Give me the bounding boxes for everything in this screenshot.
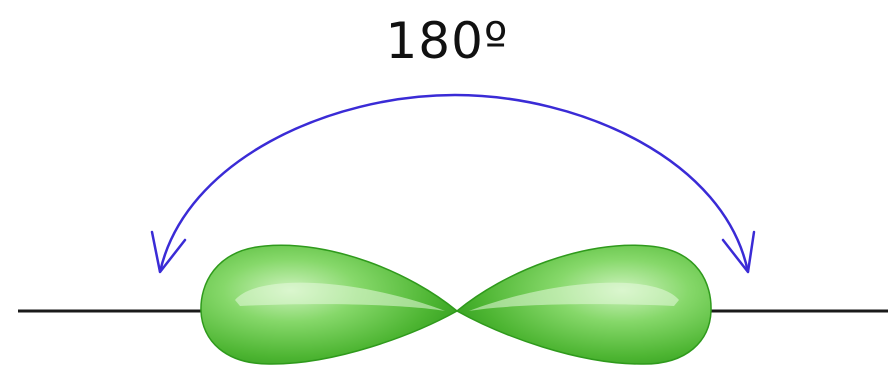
- arc-arrowhead-right: [723, 232, 754, 272]
- arc-arrowhead-left: [152, 232, 185, 272]
- angle-arc: [160, 95, 748, 272]
